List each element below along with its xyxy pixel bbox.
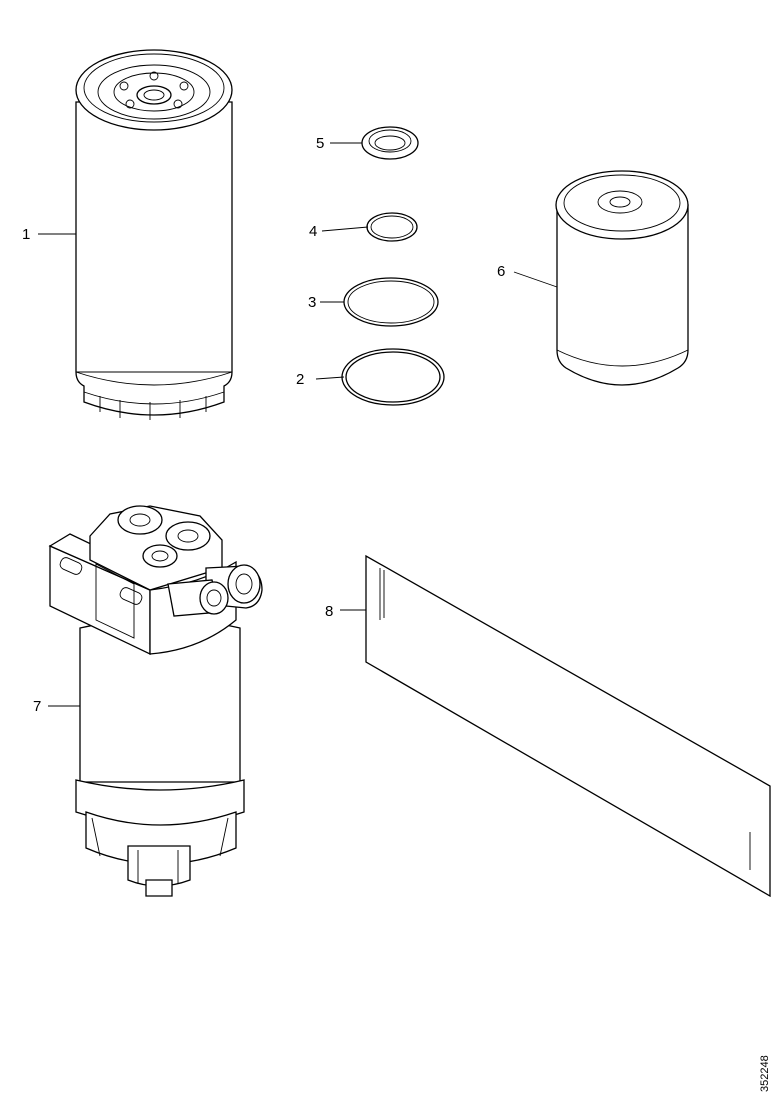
callout-label-3: 3 <box>308 294 316 311</box>
part-8-instruction-sheet <box>365 554 771 898</box>
callout-label-7: 7 <box>33 698 41 715</box>
part-2-large-ring <box>341 348 445 406</box>
part-5-gasket-washer <box>361 126 419 160</box>
part-7-filter-housing <box>48 505 263 897</box>
part-6-filter-insert <box>555 170 689 386</box>
callout-label-4: 4 <box>309 223 317 240</box>
callout-label-6: 6 <box>497 263 505 280</box>
callout-label-8: 8 <box>325 603 333 620</box>
drawing-code: 352248 <box>759 1055 771 1092</box>
leader-lines <box>38 142 558 707</box>
part-4-small-ring <box>366 212 418 242</box>
callout-label-1: 1 <box>22 226 30 243</box>
part-3-medium-ring <box>343 277 439 327</box>
callout-label-5: 5 <box>316 135 324 152</box>
callout-label-2: 2 <box>296 371 304 388</box>
part-1-filter-canister <box>75 49 233 420</box>
